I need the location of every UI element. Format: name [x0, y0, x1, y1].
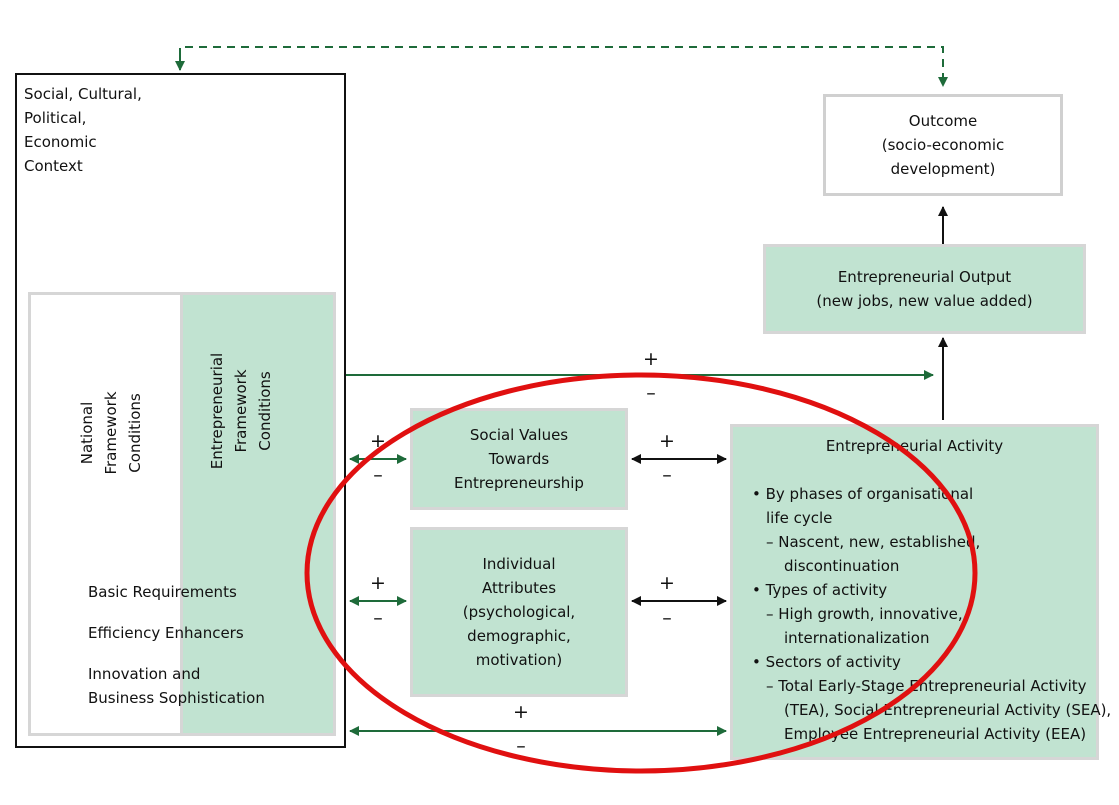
- individual-attributes-box: Individual Attributes (psychological, de…: [410, 527, 628, 697]
- context-box: [15, 73, 346, 748]
- activity-sub-3-cont-2: Employee Entrepreneurial Activity (EEA): [784, 725, 1087, 743]
- activity-bullet-3: • Sectors of activity: [752, 653, 901, 671]
- minus-sign: –: [662, 607, 672, 629]
- individual-line-3: (psychological,: [462, 603, 576, 621]
- minus-sign: –: [373, 607, 383, 629]
- plus-sign: +: [659, 572, 675, 594]
- individual-line-4: demographic,: [467, 627, 571, 645]
- activity-sub-1: – Nascent, new, established,: [766, 533, 981, 551]
- plus-sign: +: [513, 701, 529, 723]
- entrepreneurial-output-box: Entrepreneurial Output (new jobs, new va…: [763, 244, 1086, 334]
- context-label: Social, Cultural, Political, Economic Co…: [24, 82, 142, 178]
- outcome-line-2: (socio-economic: [881, 136, 1005, 154]
- activity-sub-2-cont: internationalization: [784, 629, 930, 647]
- individual-line-1: Individual: [482, 555, 556, 573]
- social-values-line-3: Entrepreneurship: [454, 474, 584, 492]
- context-line-3: Economic: [24, 133, 97, 151]
- social-values-box: Social Values Towards Entrepreneurship: [410, 408, 628, 510]
- context-line-2: Political,: [24, 109, 87, 127]
- output-line-2: (new jobs, new value added): [816, 292, 1033, 310]
- activity-sub-3: – Total Early-Stage Entrepreneurial Acti…: [766, 677, 1087, 695]
- innovation-label: Innovation and Business Sophistication: [88, 662, 265, 710]
- activity-sub-1-cont: discontinuation: [784, 557, 900, 575]
- context-line-4: Context: [24, 157, 83, 175]
- plus-sign: +: [659, 430, 675, 452]
- activity-bullet-2: • Types of activity: [752, 581, 888, 599]
- activity-title: Entrepreneurial Activity: [825, 437, 1004, 455]
- basic-requirements: Basic Requirements: [88, 583, 237, 601]
- activity-sub-2: – High growth, innovative,: [766, 605, 963, 623]
- outcome-line-1: Outcome: [908, 112, 978, 130]
- innovation-line-2: Business Sophistication: [88, 689, 265, 707]
- minus-sign: –: [662, 464, 672, 486]
- activity-bullet-1-cont: life cycle: [766, 509, 833, 527]
- individual-line-2: Attributes: [481, 579, 557, 597]
- efficiency-enhancers: Efficiency Enhancers: [88, 624, 244, 642]
- activity-sub-3-cont: (TEA), Social Entrepreneurial Activity (…: [784, 701, 1112, 719]
- social-values-line-1: Social Values: [469, 426, 569, 444]
- entrepreneurial-framework-box: [180, 292, 336, 736]
- output-line-1: Entrepreneurial Output: [837, 268, 1012, 286]
- entrepreneurial-activity-box: [730, 424, 1099, 760]
- feedback-dashed-line: [179, 46, 948, 87]
- plus-sign: +: [370, 430, 386, 452]
- minus-sign: –: [646, 382, 656, 404]
- context-line-1: Social, Cultural,: [24, 85, 142, 103]
- outcome-line-3: development): [890, 160, 996, 178]
- social-values-line-2: Towards: [488, 450, 550, 468]
- minus-sign: –: [373, 464, 383, 486]
- innovation-line-1: Innovation and: [88, 665, 201, 683]
- outcome-box: Outcome (socio-economic development): [823, 94, 1063, 196]
- minus-sign: –: [516, 735, 526, 757]
- plus-sign: +: [643, 348, 659, 370]
- activity-bullet-1: • By phases of organisational: [752, 485, 974, 503]
- activity-list: • By phases of organisational life cycle…: [752, 482, 1112, 746]
- highlight-ellipse: [304, 372, 978, 774]
- plus-sign: +: [370, 572, 386, 594]
- individual-line-5: motivation): [475, 651, 563, 669]
